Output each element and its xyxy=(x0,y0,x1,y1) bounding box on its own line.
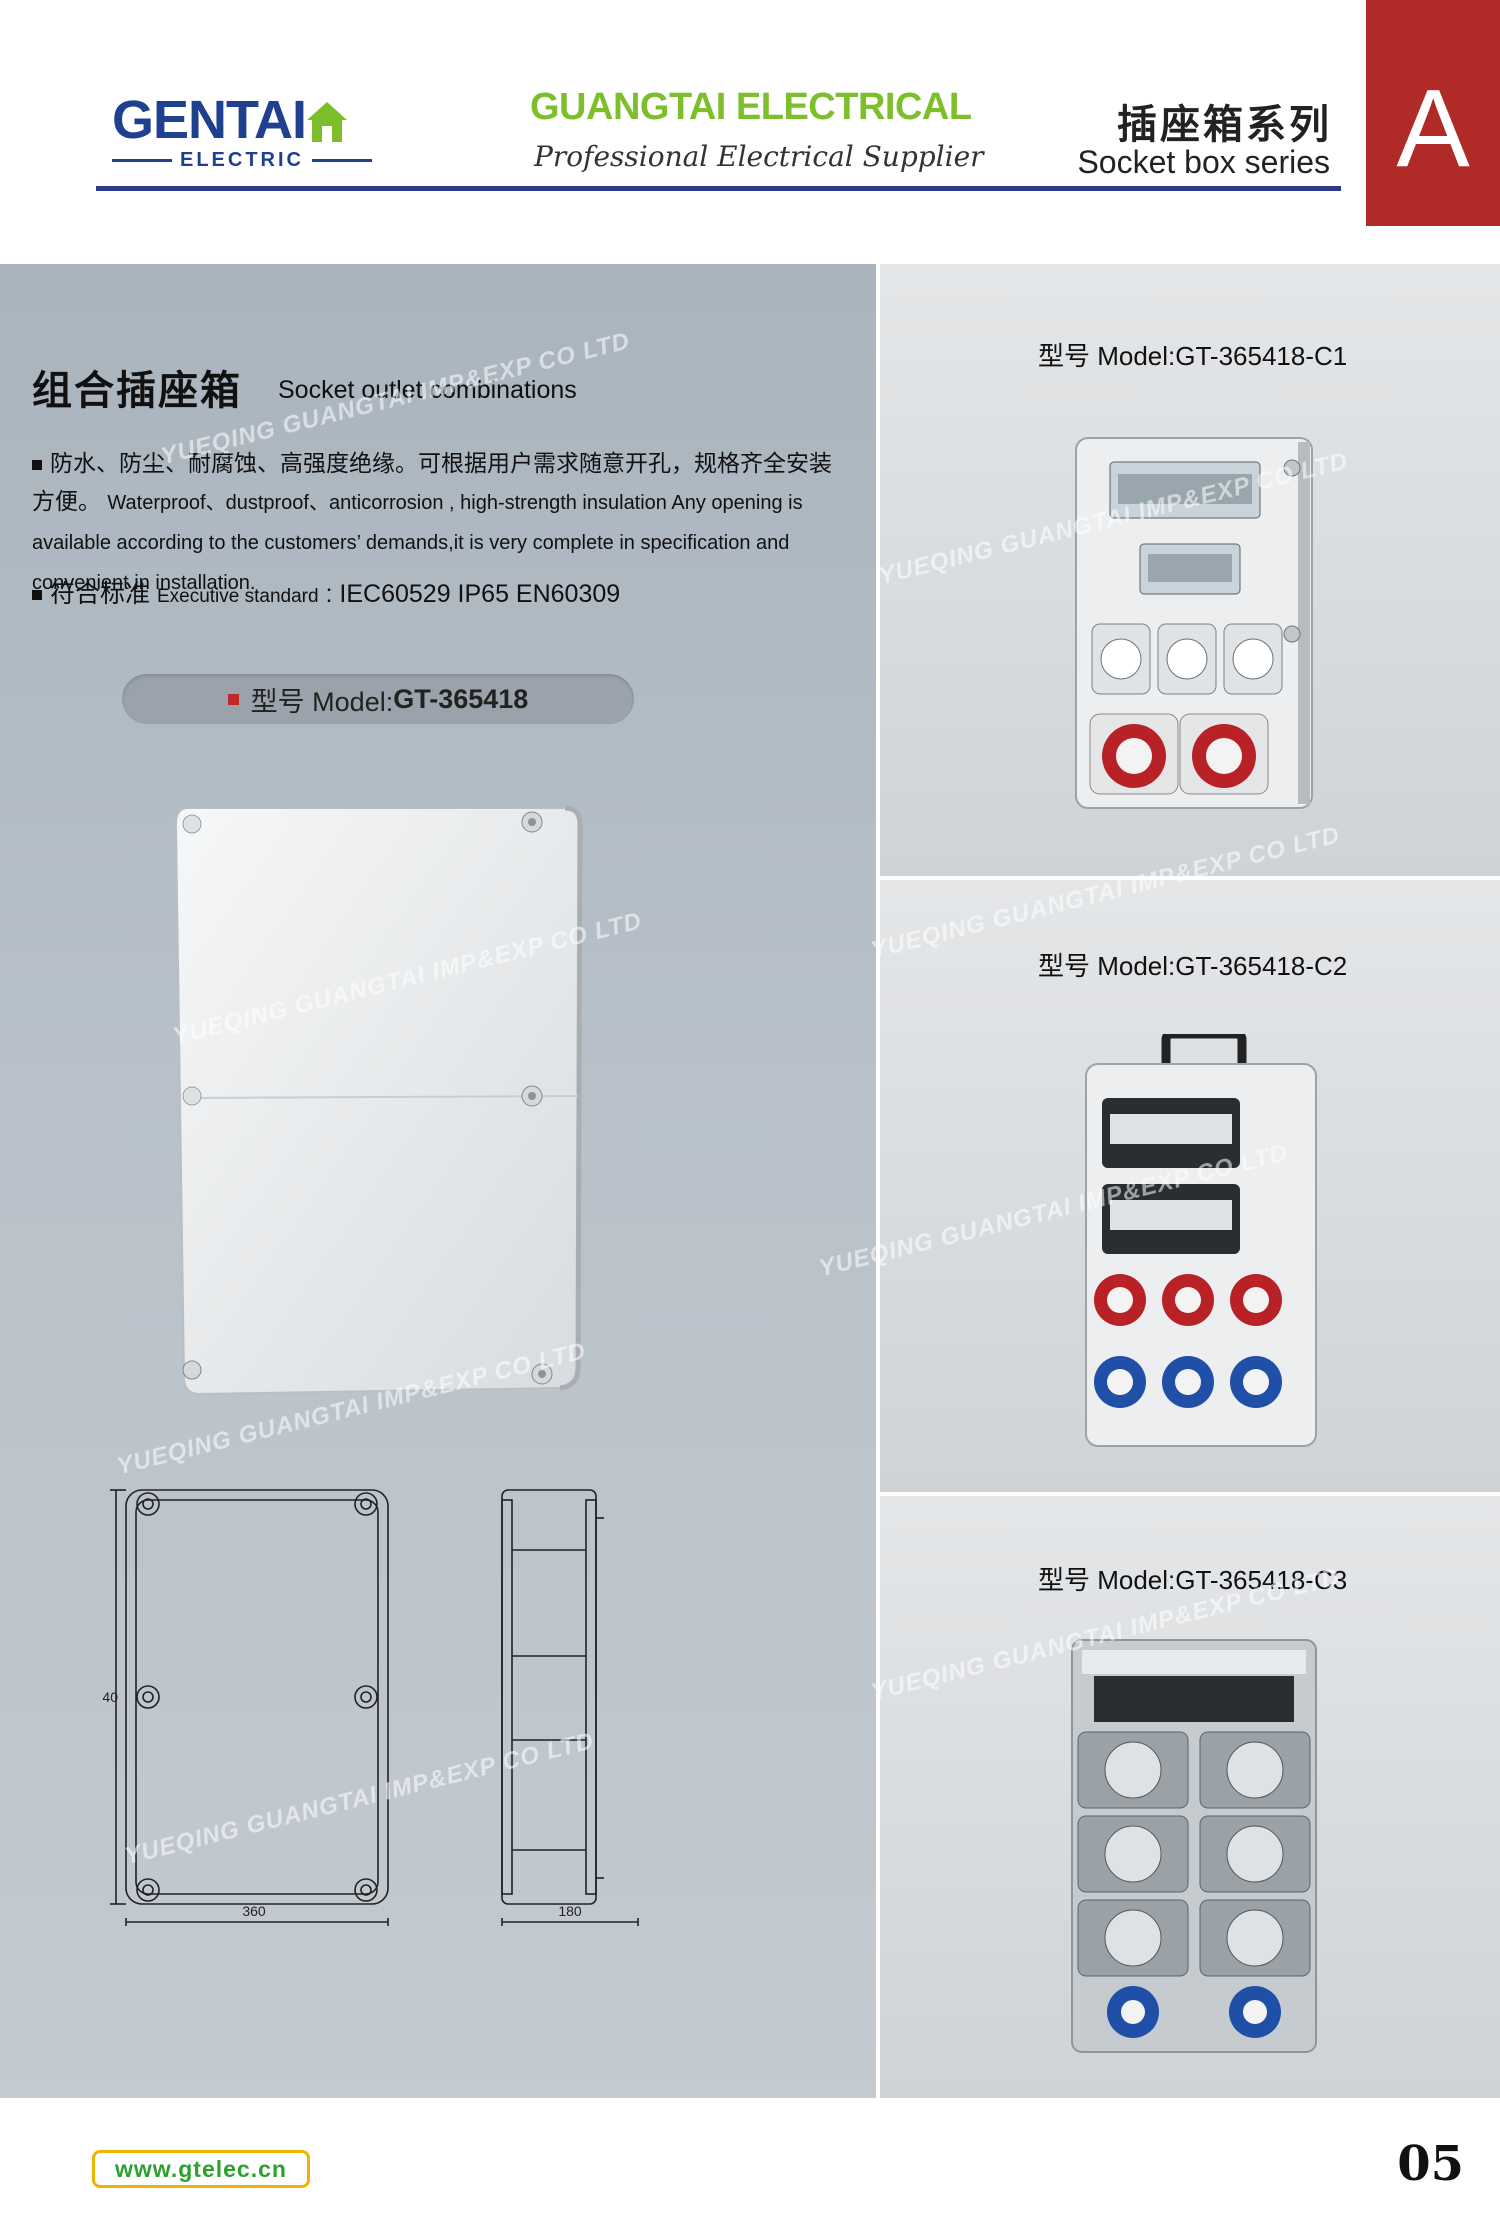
left-panel: 组合插座箱 Socket outlet combinations 防水、防尘、耐… xyxy=(0,264,876,2098)
product-model-label: 型号 Model:GT-365418-C2 xyxy=(1038,951,1348,981)
height-label: 540 xyxy=(102,1689,118,1705)
logo-rule-right xyxy=(312,158,372,162)
standard-label-en: Executive standard xyxy=(156,586,319,607)
logo-rule-left xyxy=(112,158,172,162)
depth-label: 180 xyxy=(558,1903,582,1919)
socket-box-c3-image xyxy=(1071,1639,1317,2053)
socket-box-c2-image xyxy=(1085,1034,1317,1447)
bullet-icon xyxy=(32,590,42,601)
product-card-c3: 型号 Model:GT-365418-C3 YUEQING GUANGTAI I… xyxy=(868,1496,1500,2098)
section-title-en: Socket outlet combinations xyxy=(278,376,577,404)
dimension-drawing: 540 360 180 xyxy=(102,1489,639,1926)
house-icon xyxy=(307,102,347,142)
series-title-cn: 插座箱系列 xyxy=(1117,103,1332,147)
section-title-cn: 组合插座箱 xyxy=(32,369,242,413)
standard-values: : IEC60529 IP65 EN60309 xyxy=(325,580,621,608)
website-link[interactable]: www.gtelec.cn xyxy=(92,2150,310,2188)
logo-subline: ELECTRIC xyxy=(112,148,372,172)
product-card-c1: 型号 Model:GT-365418-C1 xyxy=(876,264,1500,876)
feature-list-item-standard: 符合标准 Executive standard : IEC60529 IP65 … xyxy=(32,574,852,610)
standard-label-cn: 符合标准 xyxy=(50,580,151,608)
company-name: GUANGTAI ELECTRICAL xyxy=(530,86,972,128)
section-tab: A xyxy=(1366,0,1500,226)
feature-text-en: Waterproof、dustproof、anticorrosion , hig… xyxy=(32,492,803,594)
product-model-label: 型号 Model:GT-365418-C1 xyxy=(1038,341,1348,371)
model-badge: 型号 Model:GT-365418 xyxy=(122,674,634,724)
bullet-icon xyxy=(32,459,42,470)
page-number: 05 xyxy=(1397,2136,1464,2192)
model-prefix: 型号 Model: xyxy=(250,686,394,717)
header-divider xyxy=(96,186,1341,191)
model-number: GT-365418 xyxy=(393,683,529,714)
bullet-icon xyxy=(227,693,239,705)
product-card-c2: 型号 Model:GT-365418-C2 YUEQING GUANGTAI I… xyxy=(816,821,1500,1492)
feature-text-cn: 防水、防尘、耐腐蚀、高强度绝缘。可根据用户需求随意开孔，规格齐全安装方便。 xyxy=(32,450,832,514)
product-model-label: 型号 Model:GT-365418-C3 xyxy=(1038,1565,1348,1595)
main-content: 组合插座箱 Socket outlet combinations 防水、防尘、耐… xyxy=(0,264,1500,2098)
feature-list-item-properties: 防水、防尘、耐腐蚀、高强度绝缘。可根据用户需求随意开孔，规格齐全安装方便。 Wa… xyxy=(32,444,852,602)
company-tagline: Professional Electrical Supplier xyxy=(534,140,984,173)
socket-box-c1-image xyxy=(1075,437,1313,809)
company-logo: GENTAI ELECTRIC xyxy=(112,92,372,172)
series-title-en: Socket box series xyxy=(1077,144,1330,180)
logo-wordmark: GENTAI xyxy=(112,90,307,150)
logo-subtext: ELECTRIC xyxy=(180,148,304,171)
enclosure-image xyxy=(174,805,583,1396)
width-label: 360 xyxy=(242,1903,266,1919)
